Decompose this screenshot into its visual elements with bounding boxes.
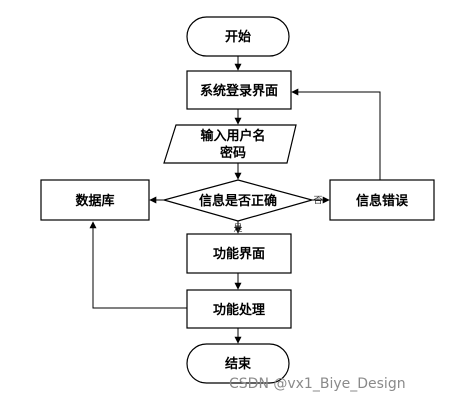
end-label: 结束 [225, 356, 252, 372]
error-box [329, 179, 435, 221]
end-terminal [186, 343, 290, 384]
check-label: 信息是否正确 [199, 193, 277, 209]
edge-error-login [291, 88, 381, 180]
error-label: 信息错误 [356, 193, 409, 209]
watermark: CSDN @vx1_Biye_Design [229, 376, 406, 392]
start-terminal [186, 16, 290, 57]
input-label-line1: 输入用户名 [200, 128, 265, 144]
input-label-line2: 密码 [219, 145, 246, 161]
check-decision [161, 179, 315, 222]
edge-proc-database [89, 221, 187, 309]
edge-label-no: 否 [313, 195, 322, 206]
function-process-box [186, 289, 292, 329]
input-parallelogram [163, 124, 297, 164]
function-ui-label: 功能界面 [213, 246, 265, 262]
database-box [40, 179, 150, 221]
login-process [186, 70, 292, 110]
database-label: 数据库 [75, 193, 114, 209]
edge-label-yes: 是 [233, 223, 242, 234]
start-label: 开始 [225, 29, 251, 45]
login-label: 系统登录界面 [200, 83, 278, 99]
function-process-label: 功能处理 [213, 302, 265, 318]
function-ui-box [186, 233, 292, 274]
